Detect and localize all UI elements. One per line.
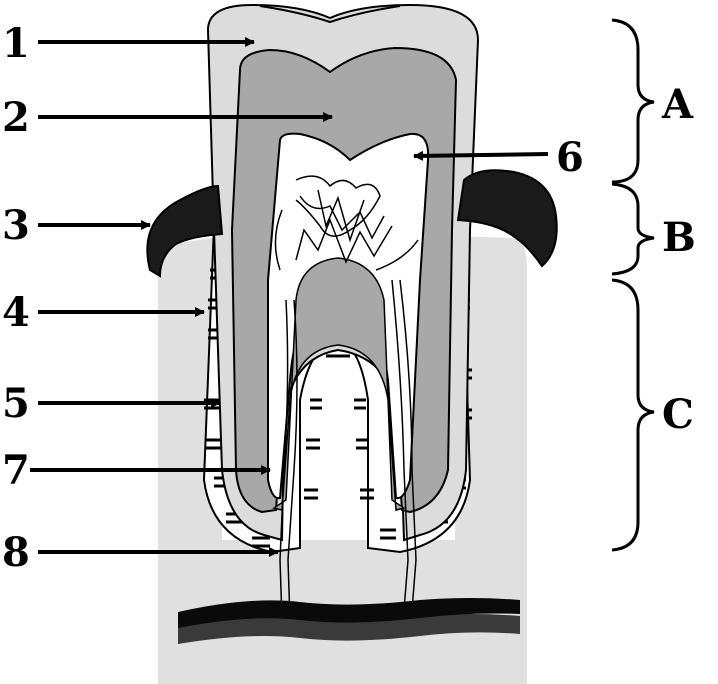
enamel-top-ridge	[259, 5, 401, 24]
label-4: 4	[2, 289, 30, 336]
region-braces	[611, 18, 655, 552]
label-5: 5	[2, 380, 30, 427]
label-arrows	[30, 37, 549, 557]
gum-right	[456, 169, 558, 268]
region-label-b: B	[662, 214, 696, 261]
dentin-core	[272, 257, 406, 511]
label-2: 2	[2, 94, 30, 141]
label-7: 7	[2, 447, 30, 494]
gum-left	[146, 184, 224, 278]
pulp-nerves	[274, 175, 419, 621]
label-8: 8	[2, 529, 30, 576]
vessel-dark	[178, 598, 520, 628]
region-label-c: C	[662, 391, 694, 438]
arrow-6	[413, 150, 549, 161]
label-1: 1	[2, 20, 30, 67]
label-3: 3	[2, 202, 30, 249]
vessel-gray	[178, 614, 520, 644]
region-label-a: A	[661, 81, 694, 128]
label-6: 6	[556, 134, 584, 181]
